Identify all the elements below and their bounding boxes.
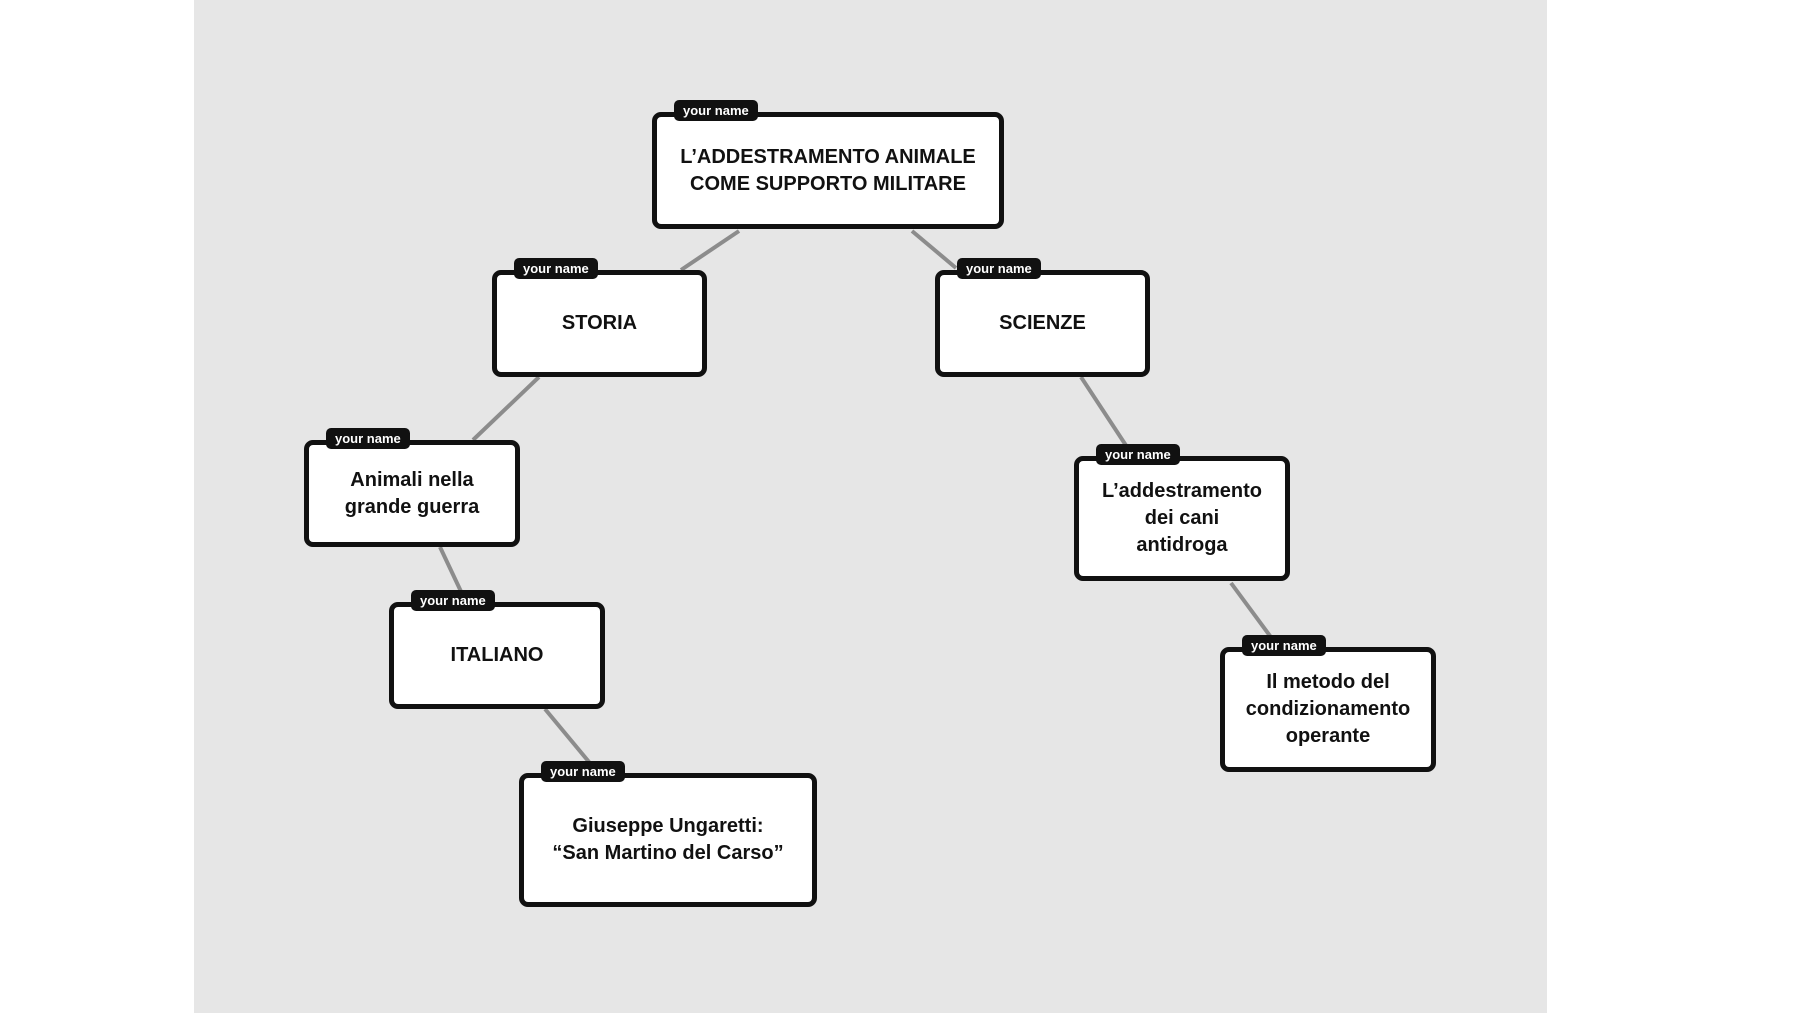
- author-tag: your name: [514, 258, 598, 279]
- node-scienze[interactable]: your name SCIENZE: [935, 258, 1150, 377]
- author-tag: your name: [411, 590, 495, 611]
- node-root[interactable]: your name L’ADDESTRAMENTO ANIMALE COME S…: [652, 100, 1004, 229]
- node-cani[interactable]: your name L’addestramento dei cani antid…: [1074, 444, 1290, 581]
- node-animali[interactable]: your name Animali nella grande guerra: [304, 428, 520, 547]
- node-label: Il metodo del condizionamento operante: [1245, 671, 1411, 747]
- author-tag: your name: [1242, 635, 1326, 656]
- link-root-scienze: [910, 229, 958, 270]
- node-label: STORIA: [561, 312, 638, 334]
- node-metodo[interactable]: your name Il metodo del condizionamento …: [1220, 635, 1436, 772]
- node-storia[interactable]: your name STORIA: [492, 258, 707, 377]
- node-label: SCIENZE: [999, 312, 1086, 334]
- author-tag: your name: [674, 100, 758, 121]
- link-root-storia: [679, 229, 741, 272]
- link-italiano-ungaretti: [543, 707, 596, 770]
- node-ungaretti[interactable]: your name Giuseppe Ungaretti: “San Marti…: [519, 761, 817, 907]
- author-tag: your name: [957, 258, 1041, 279]
- node-label: L’addestramento dei cani antidroga: [1101, 480, 1263, 556]
- link-cani-metodo: [1229, 581, 1275, 642]
- node-label: ITALIANO: [450, 644, 544, 666]
- node-label: L’ADDESTRAMENTO ANIMALE COME SUPPORTO MI…: [680, 145, 976, 195]
- author-tag: your name: [541, 761, 625, 782]
- node-italiano[interactable]: your name ITALIANO: [389, 590, 605, 709]
- author-tag: your name: [1096, 444, 1180, 465]
- link-storia-animali: [471, 375, 541, 442]
- node-label: Giuseppe Ungaretti: “San Martino del Car…: [552, 815, 784, 864]
- link-scienze-cani: [1079, 375, 1131, 452]
- author-tag: your name: [326, 428, 410, 449]
- node-label: Animali nella grande guerra: [344, 468, 480, 518]
